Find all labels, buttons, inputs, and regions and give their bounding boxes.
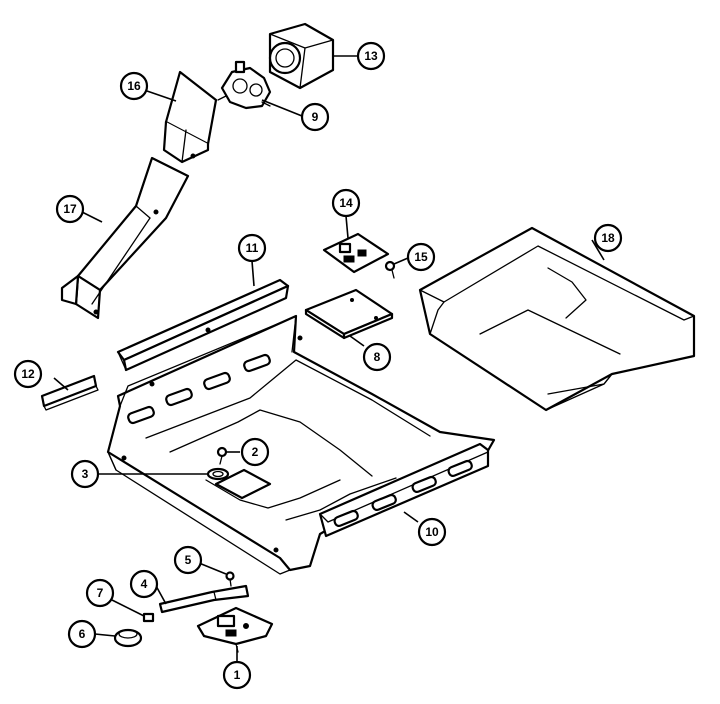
part-1-switch-assembly xyxy=(196,606,274,653)
part-10-front-rail xyxy=(318,442,490,538)
callout-14-label: 14 xyxy=(339,196,353,210)
callout-4: 4 xyxy=(129,569,159,599)
callout-6: 6 xyxy=(67,619,97,649)
callout-13: 13 xyxy=(356,41,386,71)
callout-16: 16 xyxy=(119,71,149,101)
part-14-control-board xyxy=(322,232,390,274)
callout-7: 7 xyxy=(85,578,115,608)
callout-9-label: 9 xyxy=(312,110,319,124)
part-8-cover-plate xyxy=(304,288,394,340)
part-16-deflector xyxy=(162,70,218,164)
callout-18-label: 18 xyxy=(601,231,615,245)
part-4-bracket xyxy=(158,584,250,614)
callout-8: 8 xyxy=(362,342,392,372)
callout-17-label: 17 xyxy=(63,202,77,216)
callout-3: 3 xyxy=(70,459,100,489)
part-5-screw xyxy=(225,571,235,587)
callout-5: 5 xyxy=(173,545,203,575)
callout-12-label: 12 xyxy=(21,367,35,381)
callout-2-label: 2 xyxy=(252,445,259,459)
callout-10-label: 10 xyxy=(425,525,439,539)
callout-1-label: 1 xyxy=(234,668,241,682)
part-9-burner-valve xyxy=(217,60,272,110)
callout-17: 17 xyxy=(55,194,85,224)
callout-11: 11 xyxy=(237,233,267,263)
callout-2: 2 xyxy=(240,437,270,467)
part-15-screw xyxy=(384,260,396,279)
callout-18: 18 xyxy=(593,223,623,253)
part-3-grommet xyxy=(206,467,230,481)
main-base-pan xyxy=(106,314,496,575)
callout-12: 12 xyxy=(13,359,43,389)
callout-9: 9 xyxy=(300,102,330,132)
part-7-clip xyxy=(142,612,155,623)
callout-13-label: 13 xyxy=(364,49,378,63)
part-18-drip-pan xyxy=(418,226,696,412)
callout-14: 14 xyxy=(331,188,361,218)
callout-11-label: 11 xyxy=(246,241,259,255)
callout-7-label: 7 xyxy=(97,586,104,600)
callout-1: 1 xyxy=(222,660,252,690)
part-12-bracket xyxy=(40,374,99,411)
part-17-channel xyxy=(60,156,190,320)
callout-16-label: 16 xyxy=(127,79,141,93)
callout-8-label: 8 xyxy=(374,350,381,364)
callout-3-label: 3 xyxy=(82,467,89,481)
callout-4-label: 4 xyxy=(141,577,148,591)
callout-15-label: 15 xyxy=(414,250,428,264)
callout-15: 15 xyxy=(406,242,436,272)
callout-6-label: 6 xyxy=(79,627,86,641)
callout-5-label: 5 xyxy=(185,553,192,567)
part-6-knob xyxy=(113,628,143,648)
callout-10: 10 xyxy=(417,517,447,547)
part-11-rear-rail xyxy=(116,278,290,372)
part-13-blower-housing xyxy=(268,22,335,90)
